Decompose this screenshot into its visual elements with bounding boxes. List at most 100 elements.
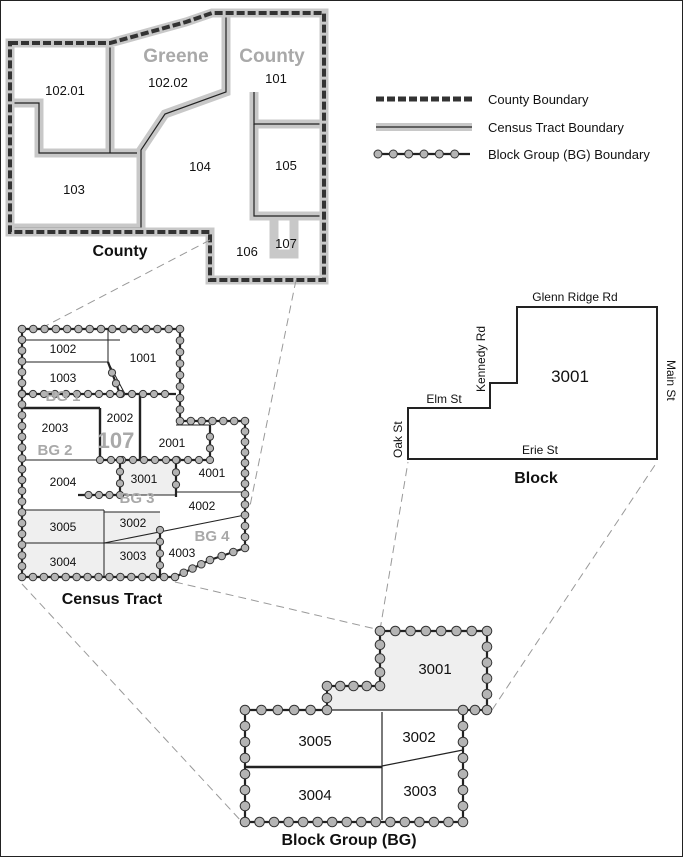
- tract-outer-bead: [229, 547, 238, 557]
- bg-outer-bead: [481, 688, 493, 700]
- bg-dotted-boundary: [239, 625, 493, 828]
- bg-block-3001-shade: [327, 631, 487, 710]
- tract-bg-inner-bead: [115, 490, 125, 500]
- tract-block-1003: 1003: [50, 371, 77, 385]
- tract-outer-bead: [164, 324, 174, 334]
- bg-outer-bead: [414, 816, 425, 828]
- tract-outer-bead: [219, 416, 228, 426]
- bg-outer-bead: [399, 816, 411, 828]
- tract-bg-inner-bead: [50, 389, 60, 399]
- tract-outer-bead: [119, 324, 128, 334]
- tract-bg-inner-bead: [72, 389, 82, 399]
- tract-bg-inner-bead: [155, 537, 165, 546]
- street-erie: Erie St: [522, 443, 559, 457]
- bg-block-3005: 3005: [298, 733, 331, 750]
- bg-outer-bead: [481, 673, 493, 684]
- bg-outer-bead: [254, 816, 265, 828]
- tract-outer-bead: [175, 359, 185, 368]
- block-map: Glenn Ridge Rd Kennedy Rd Elm St Oak St …: [391, 290, 678, 487]
- tract-block-4002: 4002: [189, 499, 216, 513]
- block-number: 3001: [551, 367, 589, 386]
- county-name-part1: Greene: [143, 46, 208, 67]
- tract-outer-bead: [240, 437, 250, 447]
- bg-outer-bead: [355, 816, 367, 828]
- tract-outer-bead: [240, 489, 250, 499]
- tract-outer-bead: [217, 551, 226, 561]
- tract-block-1001: 1001: [130, 351, 157, 365]
- block-group-caption: Block Group (BG): [281, 832, 416, 849]
- tract-outer-bead: [126, 572, 136, 582]
- bg-outer-bead: [481, 704, 493, 716]
- bg-outer-bead: [268, 816, 280, 828]
- tract-outer-bead: [17, 443, 27, 452]
- tract-block-2003: 2003: [42, 421, 69, 435]
- bg-outer-bead: [451, 625, 462, 637]
- tract-block-2002: 2002: [107, 411, 134, 425]
- tract-label-102-01: 102.01: [45, 83, 85, 98]
- bg-outer-bead: [256, 704, 267, 716]
- bg-outer-bead: [288, 704, 300, 716]
- legend-bg-bead: [450, 149, 460, 159]
- tract-block-2004: 2004: [50, 475, 77, 489]
- tract-outer-bead: [17, 486, 27, 496]
- bg-outer-bead: [321, 680, 333, 692]
- tract-outer-bead: [50, 572, 60, 582]
- bg-outer-bead: [239, 800, 251, 812]
- legend-bg-bead: [419, 149, 429, 159]
- tract-outer-bead: [240, 521, 250, 531]
- tract-bg-inner-bead: [61, 389, 71, 399]
- tract-outer-bead: [61, 572, 71, 582]
- tract-bg-inner-bead: [106, 455, 116, 465]
- tract-outer-bead: [17, 410, 27, 420]
- bg-block-3001: 3001: [418, 661, 451, 678]
- tract-outer-bead: [170, 572, 180, 582]
- tract-bg3-label: BG 3: [119, 490, 154, 507]
- tract-outer-bead: [17, 561, 27, 571]
- block-group-map: 3001 3005 3002 3004 3003 Block Group (BG…: [239, 625, 493, 849]
- tract-outer-bead: [175, 393, 185, 403]
- bg-outer-bead: [374, 666, 386, 678]
- bg-outer-bead: [272, 704, 284, 716]
- tract-outer-bead: [17, 518, 27, 528]
- bg-outer-bead: [385, 816, 396, 828]
- street-oak: Oak St: [391, 421, 405, 458]
- bg-outer-bead: [334, 680, 346, 692]
- legend-bg-bead: [434, 149, 444, 159]
- tract-bg-inner-bead: [95, 455, 105, 465]
- tract-bg-inner-bead: [115, 455, 125, 465]
- tract-block-4003: 4003: [169, 546, 196, 560]
- tract-outer-bead: [17, 454, 27, 463]
- tract-block-3001: 3001: [131, 472, 158, 486]
- tract-outer-bead: [130, 324, 140, 334]
- street-elm: Elm St: [426, 392, 462, 406]
- tract-outer-bead: [153, 324, 162, 334]
- tract-label-107: 107: [275, 236, 297, 251]
- tract-bg-inner-bead: [205, 455, 215, 465]
- zoom-connectors: [21, 239, 658, 823]
- census-tract-map: 1002 1001 1003 BG 1 2002 2003 107 BG 2 2…: [17, 324, 250, 608]
- tract-block-3002-3003-shade: [104, 512, 160, 577]
- tract-bg-inner-bead: [183, 455, 193, 465]
- tract-outer-bead: [137, 572, 147, 582]
- tract-outer-bead: [179, 568, 189, 578]
- bg-outer-bead: [321, 692, 333, 704]
- tract-outer-bead: [116, 572, 125, 582]
- street-glenn-ridge: Glenn Ridge Rd: [532, 290, 617, 304]
- bg-block-3002: 3002: [402, 729, 435, 746]
- tract-outer-bead: [197, 416, 206, 426]
- tract-block-3004-shade: [22, 543, 104, 577]
- bg-outer-bead: [469, 704, 481, 716]
- tract-outer-bead: [17, 540, 27, 549]
- bg-outer-bead: [420, 625, 432, 637]
- bg-outer-bead: [443, 816, 454, 828]
- tract-outer-bead: [17, 464, 27, 474]
- tract-outer-bead: [240, 510, 250, 520]
- tract-outer-bead: [17, 378, 27, 388]
- tract-bg4-label: BG 4: [194, 528, 230, 545]
- tract-outer-bead: [240, 500, 250, 509]
- bg-outer-bead: [374, 680, 386, 692]
- tract-outer-bead: [175, 324, 185, 334]
- bg-outer-bead: [239, 720, 251, 732]
- tract-bg-inner-bead: [84, 490, 93, 500]
